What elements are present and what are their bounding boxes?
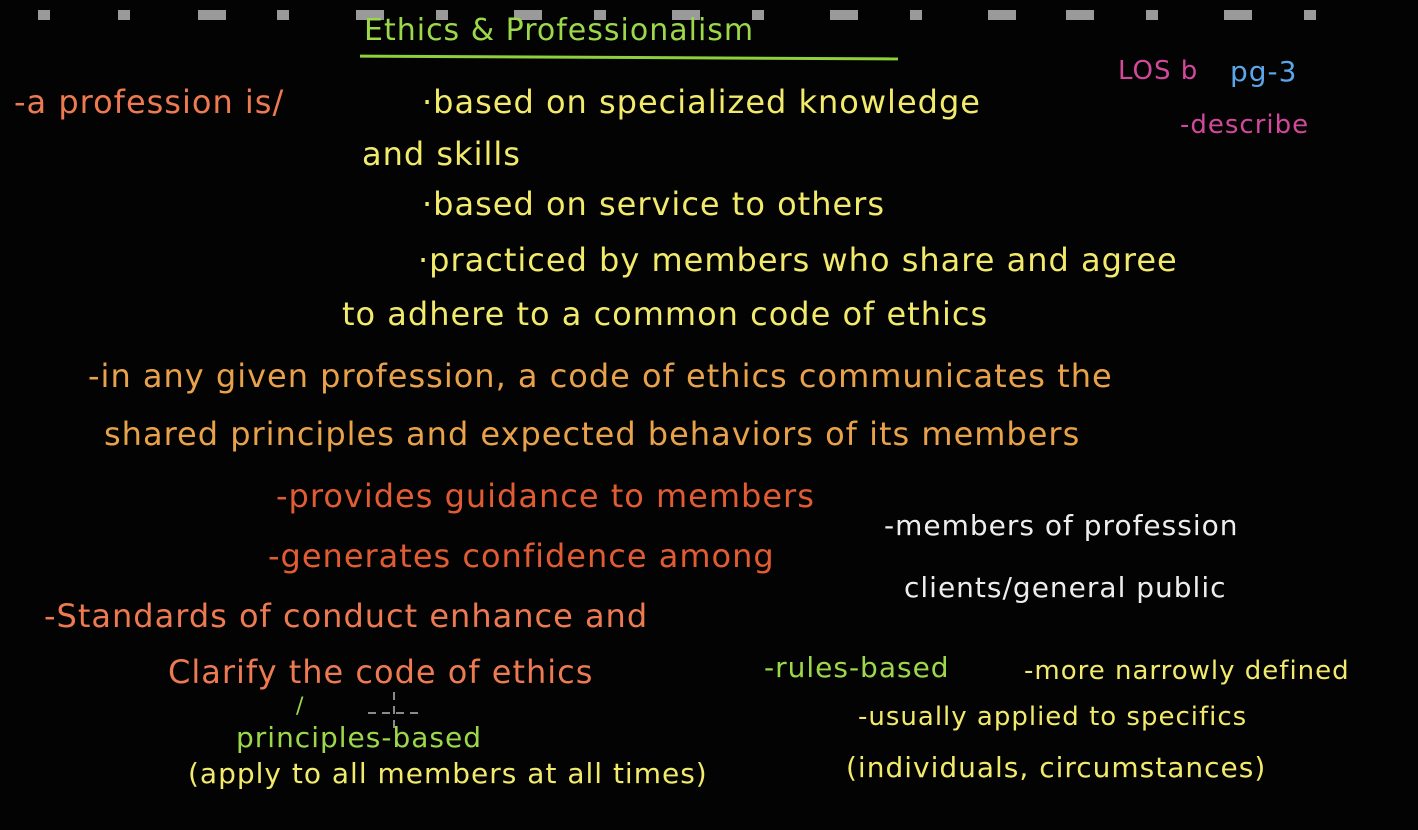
toolbar-dash bbox=[1304, 10, 1316, 20]
principles-connector: / bbox=[296, 694, 305, 719]
rules-note-2: -usually applied to specifics bbox=[858, 702, 1248, 732]
toolbar-dash bbox=[988, 10, 1016, 20]
toolbar-dash bbox=[436, 10, 448, 20]
page-reference: pg-3 bbox=[1230, 55, 1298, 88]
toolbar-dash bbox=[752, 10, 764, 20]
rules-note-3: (individuals, circumstances) bbox=[846, 751, 1267, 784]
toolbar-dash bbox=[672, 10, 700, 20]
profession-bullet-1-cont: and skills bbox=[362, 135, 521, 173]
standards-line-2: Clarify the code of ethics bbox=[168, 653, 594, 691]
toolbar-dash bbox=[356, 10, 384, 20]
page-title: Ethics & Professionalism bbox=[364, 13, 755, 48]
crosshair-cursor-icon bbox=[368, 692, 420, 734]
toolbar-dash bbox=[910, 10, 922, 20]
toolbar-dash bbox=[118, 10, 130, 20]
toolbar-dash bbox=[514, 10, 542, 20]
toolbar-dash bbox=[594, 10, 606, 20]
toolbar-dash bbox=[277, 10, 289, 20]
toolbar-dash bbox=[38, 10, 50, 20]
generates-confidence: -generates confidence among bbox=[268, 537, 775, 575]
toolbar-dash bbox=[198, 10, 226, 20]
profession-lead: -a profession is/ bbox=[14, 83, 285, 121]
profession-bullet-2: ·based on service to others bbox=[422, 185, 885, 223]
profession-bullet-3: ·practiced by members who share and agre… bbox=[418, 241, 1178, 279]
profession-bullet-1: ·based on specialized knowledge bbox=[422, 83, 981, 121]
profession-bullet-3-cont: to adhere to a common code of ethics bbox=[342, 295, 989, 333]
confidence-target-1: -members of profession bbox=[884, 509, 1239, 542]
standards-line-1: -Standards of conduct enhance and bbox=[44, 597, 649, 635]
principles-based-label: principles-based bbox=[236, 721, 482, 754]
title-underline bbox=[359, 54, 899, 61]
los-verb: -describe bbox=[1180, 110, 1310, 140]
toolbar-dash bbox=[830, 10, 858, 20]
principles-note: (apply to all members at all times) bbox=[188, 757, 708, 790]
toolbar-dash bbox=[1224, 10, 1252, 20]
code-of-ethics-line-2: shared principles and expected behaviors… bbox=[104, 415, 1081, 453]
rules-note-1: -more narrowly defined bbox=[1024, 656, 1350, 686]
rules-based-label: -rules-based bbox=[764, 651, 950, 684]
los-reference: LOS b bbox=[1118, 56, 1199, 86]
toolbar-dash bbox=[1066, 10, 1094, 20]
confidence-target-2: clients/general public bbox=[904, 571, 1227, 604]
code-of-ethics-line-1: -in any given profession, a code of ethi… bbox=[88, 357, 1113, 395]
provides-guidance: -provides guidance to members bbox=[276, 477, 815, 515]
toolbar-dash bbox=[1146, 10, 1158, 20]
top-toolbar-dashes bbox=[0, 10, 1418, 20]
